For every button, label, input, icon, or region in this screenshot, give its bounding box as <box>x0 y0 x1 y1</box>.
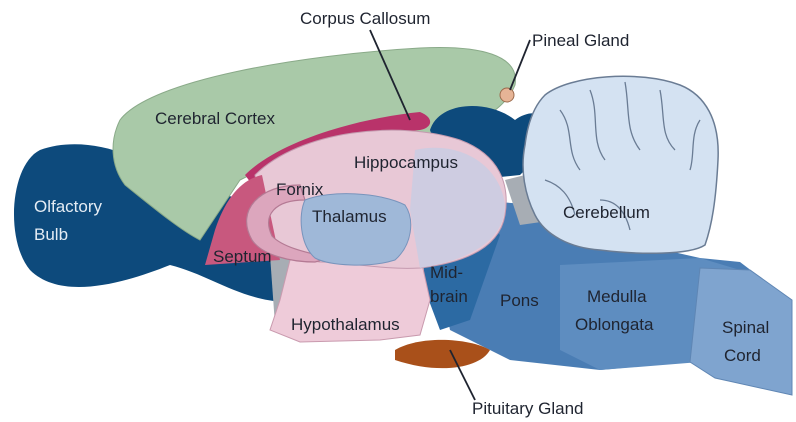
pineal-gland-region <box>500 88 514 102</box>
thalamus-region <box>301 194 411 265</box>
label-corpus-callosum: Corpus Callosum <box>300 9 430 28</box>
label-hippocampus: Hippocampus <box>354 153 458 172</box>
label-fornix: Fornix <box>276 180 324 199</box>
label-olfactory-bulb-line1: Olfactory <box>34 197 103 216</box>
cerebellum-region <box>523 76 718 253</box>
label-medulla-line1: Medulla <box>587 287 647 306</box>
pituitary-gland-region <box>395 340 490 368</box>
label-hypothalamus: Hypothalamus <box>291 315 400 334</box>
label-pineal-gland: Pineal Gland <box>532 31 629 50</box>
label-spinal-cord-line2: Cord <box>724 346 761 365</box>
label-cerebral-cortex: Cerebral Cortex <box>155 109 275 128</box>
label-midbrain-line1: Mid- <box>430 263 463 282</box>
label-thalamus: Thalamus <box>312 207 387 226</box>
label-medulla-line2: Oblongata <box>575 315 654 334</box>
label-septum: Septum <box>213 247 272 266</box>
label-spinal-cord-line1: Spinal <box>722 318 769 337</box>
label-pons: Pons <box>500 291 539 310</box>
label-olfactory-bulb-line2: Bulb <box>34 225 68 244</box>
label-pituitary-gland: Pituitary Gland <box>472 399 584 418</box>
label-midbrain-line2: brain <box>430 287 468 306</box>
label-cerebellum: Cerebellum <box>563 203 650 222</box>
pineal-gland-leader <box>510 40 530 90</box>
